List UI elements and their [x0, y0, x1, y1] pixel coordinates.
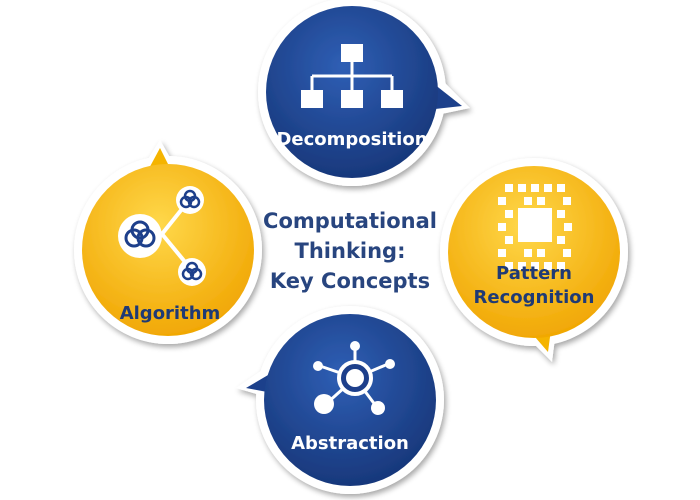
pattern-label-line2: Recognition — [473, 287, 595, 308]
algorithm-bubble — [74, 140, 262, 344]
pattern-label-line1: Pattern — [496, 263, 572, 284]
abstraction-label: Abstraction — [291, 433, 409, 454]
decomposition-label: Decomposition — [276, 129, 428, 150]
pattern-recognition-bubble — [440, 158, 628, 362]
pixel-pattern-icon — [498, 184, 572, 270]
center-title-line2: Thinking: — [294, 239, 406, 263]
flow-nodes-icon — [118, 186, 206, 286]
center-title: Computational Thinking: Key Concepts — [250, 206, 450, 296]
decomposition-bubble — [258, 0, 470, 186]
algorithm-label: Algorithm — [119, 303, 221, 324]
hierarchy-icon — [301, 44, 403, 108]
center-title-line1: Computational — [263, 209, 437, 233]
center-title-line3: Key Concepts — [269, 269, 431, 293]
pattern-recognition-label: Pattern Recognition — [464, 262, 604, 310]
abstraction-bubble — [236, 306, 444, 494]
network-hub-icon — [313, 341, 395, 415]
